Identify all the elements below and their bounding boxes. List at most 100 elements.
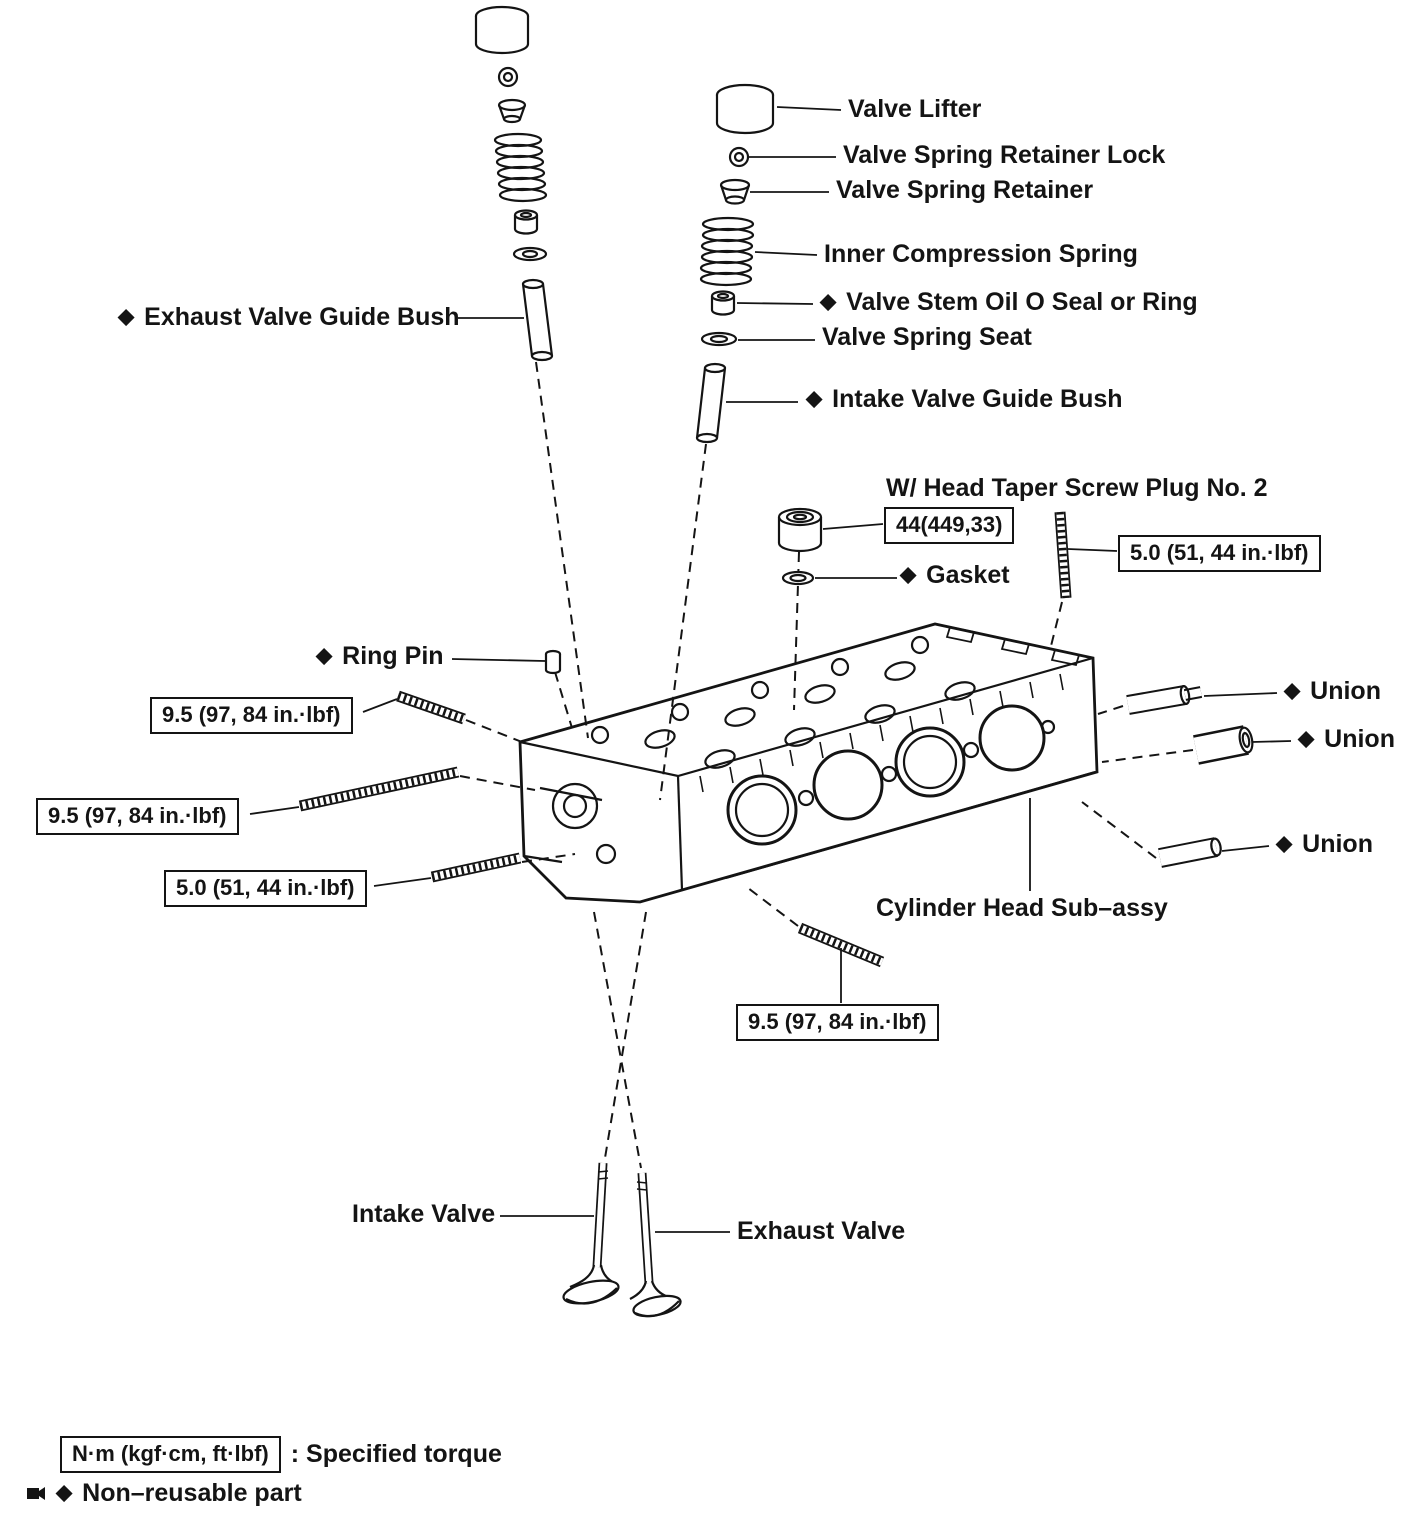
gasket-drawing [781,570,815,586]
label-valve-lifter-text: Valve Lifter [848,95,982,123]
label-inner-compression-spring-text: Inner Compression Spring [824,240,1138,268]
guide-bush-drawing-left [521,278,554,362]
intake-valve-drawing [562,1162,620,1305]
non-reusable-icon: ◆ [820,290,837,314]
label-ring-pin: ◆ Ring Pin [316,642,444,671]
torque-spec-plug-no2: 44(449,33) [884,507,1015,544]
label-inner-compression-spring: Inner Compression Spring [824,240,1138,269]
legend-torque-box: N·m (kgf·cm, ft·lbf) [60,1436,281,1473]
label-union-middle: ◆ Union [1298,725,1395,754]
legend-specified-torque: N·m (kgf·cm, ft·lbf) : Specified torque [60,1436,502,1473]
union-middle-drawing [1193,725,1254,765]
label-valve-spring-seat: Valve Spring Seat [822,323,1032,352]
taper-screw-plug-drawing [777,507,823,553]
non-reusable-icon: ◆ [806,387,823,411]
label-head-taper-screw-plug: W/ Head Taper Screw Plug No. 2 [886,474,1268,503]
retainer-lock-drawing-left [497,66,519,88]
oil-seal-drawing-left [513,209,539,235]
torque-spec-stud-bottom: 9.5 (97, 84 in.·lbf) [736,1004,939,1041]
valves [562,1162,682,1318]
stud-c-axis [521,853,576,863]
label-valve-spring-retainer-lock-text: Valve Spring Retainer Lock [843,141,1166,169]
ring-pin-drawing [544,649,562,675]
label-intake-valve-guide-bush: ◆ Intake Valve Guide Bush [806,385,1123,414]
intake-valve-component-stack [695,83,775,444]
label-valve-spring-retainer-lock: Valve Spring Retainer Lock [843,141,1166,170]
label-ring-pin-text: Ring Pin [342,642,444,670]
label-cylinder-head-sub-assy: Cylinder Head Sub–assy [876,894,1168,923]
exhaust-valve-axis [593,911,642,1169]
label-valve-lifter: Valve Lifter [848,95,982,124]
non-reusable-icon: ◆ [56,1481,73,1504]
stud-bottom-drawing [797,922,885,968]
legend-torque-caption: : Specified torque [290,1440,502,1468]
retainer-drawing-left [497,98,527,124]
stud-right-drawing [1054,511,1072,599]
non-reusable-icon: ◆ [1298,727,1315,751]
label-union-lower-text: Union [1302,830,1373,858]
stud-left-lower-drawing [430,852,522,883]
valve-lifter-drawing-left [474,5,530,55]
stud-bolts [298,511,1072,968]
label-intake-valve-guide-bush-text: Intake Valve Guide Bush [832,385,1123,413]
union-fittings [1126,685,1254,868]
valve-lifter-drawing [715,83,775,135]
note-marker-icon [26,1485,46,1502]
label-union-upper-text: Union [1310,677,1381,705]
stud-a-axis [465,719,523,743]
label-valve-stem-oil-seal-text: Valve Stem Oil O Seal or Ring [846,288,1198,316]
label-valve-stem-oil-seal: ◆ Valve Stem Oil O Seal or Ring [820,288,1198,317]
union-lower-drawing [1158,837,1222,868]
label-exhaust-valve-text: Exhaust Valve [737,1217,906,1245]
inner-compression-spring-drawing [699,216,755,287]
stud-d-axis [747,887,799,927]
non-reusable-icon: ◆ [316,644,333,668]
non-reusable-icon: ◆ [900,563,917,587]
intake-stack-axis [659,443,707,801]
label-union-lower: ◆ Union [1276,830,1373,859]
label-valve-spring-retainer: Valve Spring Retainer [836,176,1094,205]
retainer-drawing [719,178,751,205]
stud-left-middle-drawing [298,766,460,812]
non-reusable-icon: ◆ [1276,832,1293,856]
non-reusable-icon: ◆ [118,305,135,329]
torque-spec-stud-left-middle: 9.5 (97, 84 in.·lbf) [36,798,239,835]
right-stud-axis [1049,601,1063,651]
label-valve-spring-retainer-text: Valve Spring Retainer [836,176,1094,204]
union-upper-axis [1097,705,1124,715]
ring-pin-axis [554,671,573,729]
leader-lines [249,106,1292,1233]
torque-spec-stud-left-lower: 5.0 (51, 44 in.·lbf) [164,870,367,907]
label-intake-valve-text: Intake Valve [352,1200,496,1228]
label-union-middle-text: Union [1324,725,1395,753]
torque-spec-stud-right: 5.0 (51, 44 in.·lbf) [1118,535,1321,572]
label-valve-spring-seat-text: Valve Spring Seat [822,323,1032,351]
stud-b-axis [459,775,536,791]
intake-valve-axis [604,911,647,1159]
exhaust-valve-component-stack [474,5,554,362]
cylinder-head-drawing [518,622,1099,904]
torque-spec-stud-left-upper: 9.5 (97, 84 in.·lbf) [150,697,353,734]
union-upper-drawing [1126,685,1203,715]
label-gasket: ◆ Gasket [900,561,1010,590]
label-gasket-text: Gasket [926,561,1010,589]
spring-seat-drawing-left [512,246,548,262]
legend-non-reusable: ◆ Non–reusable part [26,1479,302,1508]
label-cylinder-head-sub-assy-text: Cylinder Head Sub–assy [876,894,1168,922]
spring-seat-drawing [700,331,738,347]
label-head-taper-screw-plug-text: W/ Head Taper Screw Plug No. 2 [886,474,1268,502]
label-union-upper: ◆ Union [1284,677,1381,706]
label-exhaust-valve: Exhaust Valve [737,1217,906,1246]
legend-non-reusable-caption: Non–reusable part [82,1479,302,1507]
non-reusable-icon: ◆ [1284,679,1301,703]
spring-drawing-left [493,132,548,203]
exhaust-valve-drawing [629,1172,682,1318]
stud-left-upper-drawing [396,690,466,725]
label-intake-valve: Intake Valve [352,1200,496,1229]
union-lower-axis [1081,801,1157,859]
exhaust-stack-axis [535,361,589,739]
retainer-lock-drawing [728,146,750,168]
union-middle-axis [1101,749,1194,763]
